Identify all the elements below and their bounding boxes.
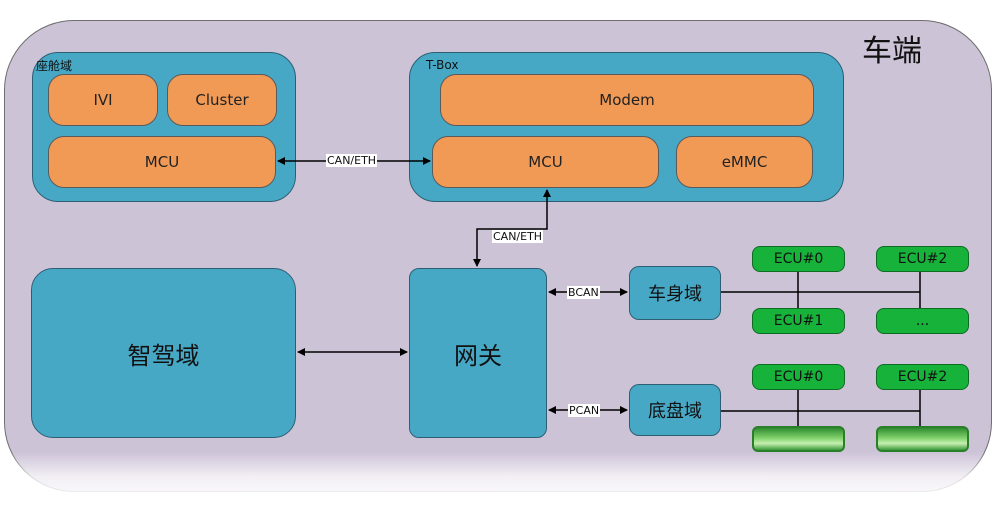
cockpit-tbox-label: CAN/ETH (326, 154, 378, 167)
body-ecu-1: ECU#1 (752, 308, 845, 334)
body-domain: 车身域 (629, 266, 721, 320)
tbox-label: T-Box (426, 58, 459, 72)
body-ecu-2: ECU#2 (876, 246, 969, 272)
gateway: 网关 (409, 268, 547, 438)
emmc-module: eMMC (676, 136, 813, 188)
chassis-ecu-1 (752, 426, 845, 452)
gateway-tbox-label: CAN/ETH (492, 230, 544, 243)
ivi-module: IVI (48, 74, 158, 126)
modem-module: Modem (440, 74, 814, 126)
pcan-label: PCAN (568, 404, 601, 417)
chassis-ecu-2: ECU#2 (876, 364, 969, 390)
cluster-module: Cluster (167, 74, 277, 126)
vehicle-title: 车端 (862, 34, 922, 69)
cockpit-mcu-module: MCU (48, 136, 276, 188)
cockpit-domain-label: 座舱域 (36, 59, 73, 73)
bcan-label: BCAN (567, 286, 600, 299)
chassis-ecu-0: ECU#0 (752, 364, 845, 390)
tbox-mcu-module: MCU (432, 136, 659, 188)
body-ecu-0: ECU#0 (752, 246, 845, 272)
chassis-ecu-more (876, 426, 969, 452)
bottom-fade (0, 452, 1004, 508)
adas-domain: 智驾域 (31, 268, 296, 438)
chassis-domain: 底盘域 (629, 384, 721, 436)
gateway-tbox-link (473, 189, 551, 267)
body-ecu-more: ... (876, 308, 969, 334)
